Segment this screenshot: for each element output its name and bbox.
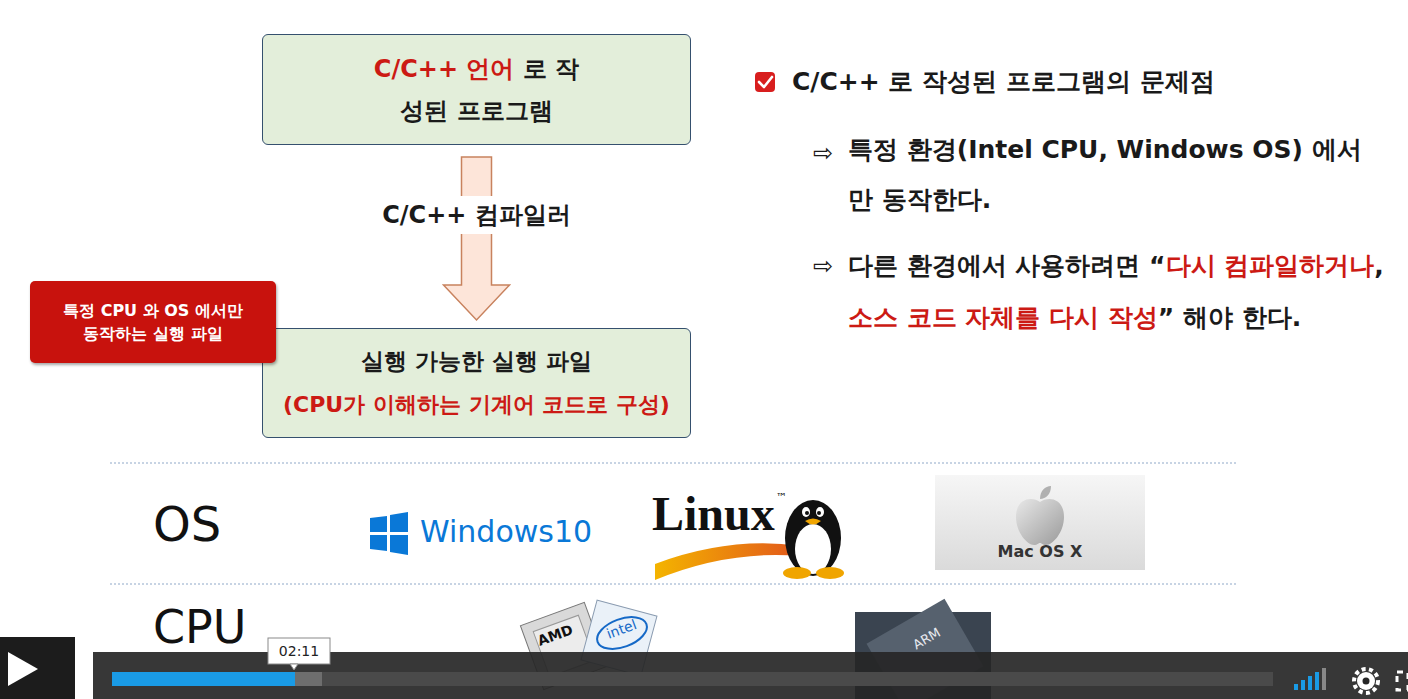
- callout-box: 특정 CPU 와 OS 에서만 동작하는 실행 파일: [30, 281, 276, 363]
- macos-wordmark: Mac OS X: [935, 542, 1145, 562]
- emphasis-text: 소스 코드 자체를 다시 작성: [848, 303, 1158, 332]
- arrow-shape: [444, 157, 510, 320]
- emphasis-text: 다시 컴파일하거나: [1166, 251, 1375, 280]
- bullet-text: ” 해야 한다.: [1158, 303, 1301, 332]
- volume-icon: [1294, 668, 1326, 690]
- bullet-text: 다른 환경에서 사용하려면 “: [848, 251, 1166, 280]
- time-tooltip: [268, 638, 330, 664]
- trademark-sign: ™: [776, 492, 787, 503]
- play-icon: [8, 652, 38, 686]
- block-arrow: [444, 157, 510, 320]
- row-heading: CPU: [153, 604, 247, 650]
- text-wrap: C/C++ 언어 로 작성된 프로그램: [369, 48, 584, 132]
- time-tooltip-text: 02:11: [268, 638, 330, 664]
- process-box: C/C++ 언어 로 작성된 프로그램: [262, 34, 691, 145]
- separator-line: [110, 463, 1237, 464]
- section-heading: C/C++ 로 작성된 프로그램의 문제점: [792, 64, 1215, 100]
- control-bar: [93, 652, 1408, 699]
- node-text: C/C++ 언어: [374, 55, 515, 83]
- linux-swoosh: [655, 543, 800, 580]
- bullet-text: 특정 환경(Intel CPU, Windows OS) 에서만 동작한다.: [848, 125, 1383, 225]
- separator-line: [110, 584, 1237, 585]
- apple-logo: [1016, 486, 1064, 545]
- node-text: 특정 CPU 와 OS 에서만 동작하는 실행 파일: [53, 299, 253, 345]
- linux-wordmark: Linux: [652, 490, 775, 538]
- process-box: 실행 가능한 실행 파일(CPU가 이해하는 기계어 코드로 구성): [262, 328, 691, 438]
- buffered-bar: [112, 672, 322, 686]
- settings-gear: [1354, 669, 1378, 693]
- played-bar: [112, 672, 295, 686]
- arm-chip: [855, 599, 991, 699]
- tooltip-pointer: [290, 664, 298, 670]
- arrow-bullet: ⇨: [813, 240, 833, 292]
- node-text: (CPU가 이해하는 기계어 코드로 구성): [283, 383, 670, 427]
- row-heading: OS: [153, 500, 221, 548]
- checkbox-icon: [755, 72, 775, 92]
- play-button: [0, 637, 75, 699]
- edge-label: C/C++ 컴파일러: [374, 196, 579, 234]
- bullet-text: 다른 환경에서 사용하려면 “다시 컴파일하거나, 소스 코드 자체를 다시 작성…: [848, 240, 1384, 344]
- fullscreen-icon: [1397, 672, 1408, 690]
- bullet-text: ,: [1374, 251, 1384, 280]
- tux-penguin: [783, 500, 844, 579]
- windows-wordmark: Windows10: [420, 514, 592, 550]
- windows-logo: [370, 512, 408, 555]
- progress-track: [112, 672, 1273, 686]
- arrow-bullet: ⇨: [813, 128, 833, 178]
- node-text: 실행 가능한 실행 파일: [361, 339, 592, 383]
- intel-chip: [581, 600, 657, 676]
- macos-panel: [935, 475, 1145, 570]
